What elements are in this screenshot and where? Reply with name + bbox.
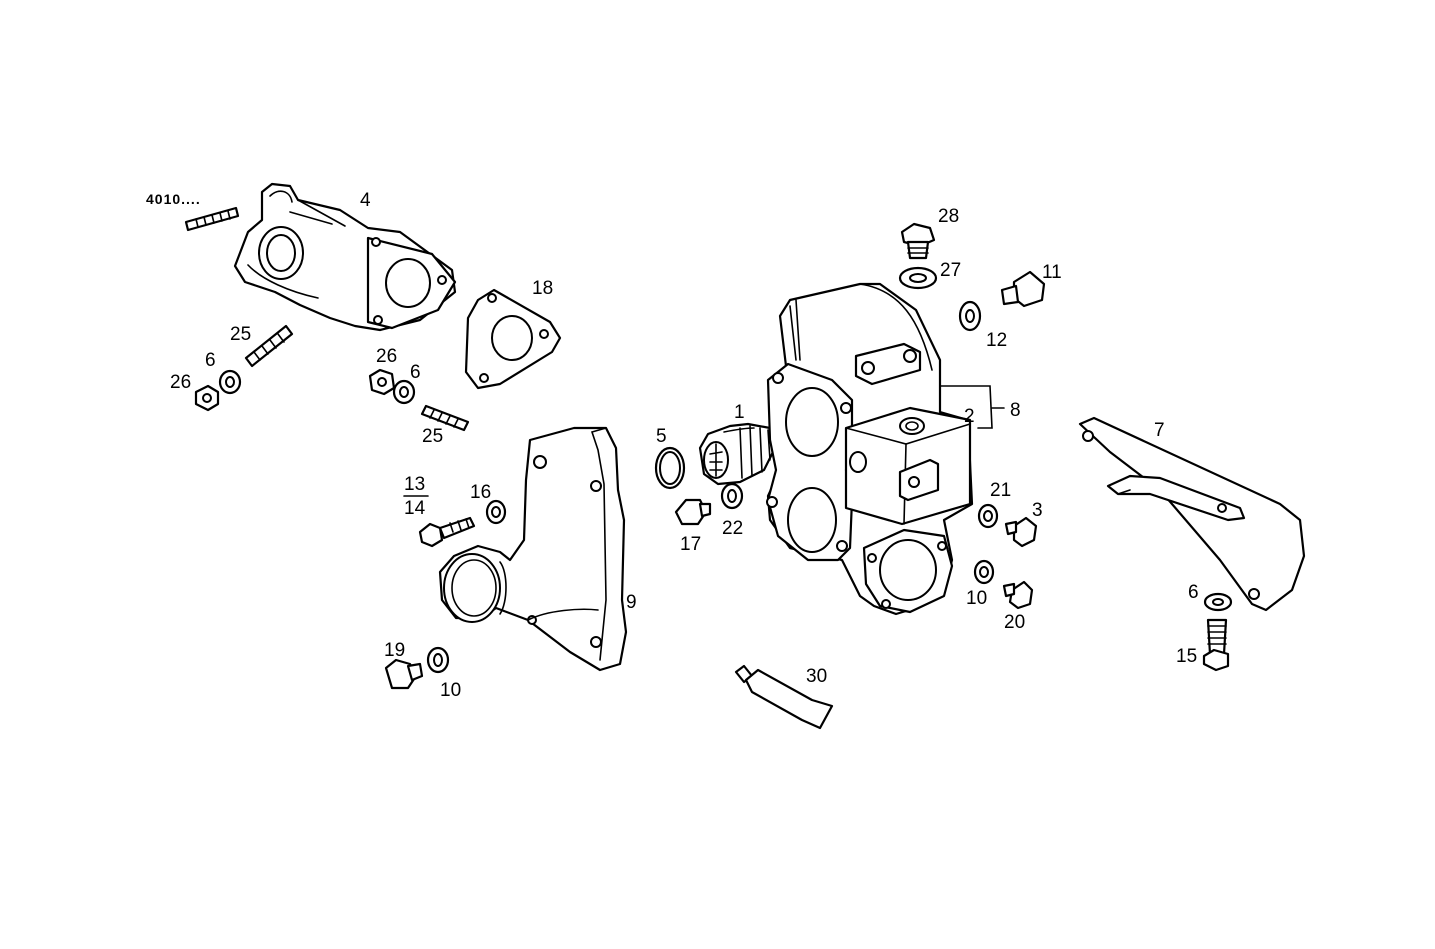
thermostat-1: [698, 422, 776, 486]
washer-16: [485, 499, 507, 525]
sealant-tube-30: [734, 664, 834, 730]
nut-26-left: [194, 384, 220, 412]
callout-6-mid: 6: [410, 362, 421, 383]
callout-20: 20: [1004, 612, 1025, 633]
callout-14: 14: [404, 498, 426, 519]
callout-6-left: 6: [205, 350, 216, 371]
callout-7: 7: [1154, 420, 1165, 441]
callout-10-right: 10: [966, 588, 987, 609]
callout-11: 11: [1042, 262, 1062, 283]
callout-1: 1: [734, 402, 745, 423]
callout-17: 17: [680, 534, 701, 555]
callout-10-left: 10: [440, 680, 461, 701]
washer-10-right: [973, 559, 995, 585]
washer-6-left: [218, 369, 242, 395]
callout-6-right: 6: [1188, 582, 1199, 603]
part-9-outlet-housing: [438, 426, 628, 672]
callout-26-mid: 26: [376, 346, 397, 367]
callout-13: 13: [404, 474, 425, 495]
washer-10-left: [426, 646, 450, 674]
callout-19: 19: [384, 640, 405, 661]
plug-17: [674, 498, 712, 526]
callout-28: 28: [938, 206, 959, 227]
o-ring-5: [654, 446, 686, 490]
stud-25-lower: [420, 404, 470, 432]
callout-3: 3: [1032, 500, 1043, 521]
bolt-15: [1202, 618, 1230, 672]
callout-22: 22: [722, 518, 743, 539]
callout-30: 30: [806, 666, 827, 687]
callout-4: 4: [360, 190, 371, 211]
callout-15: 15: [1176, 646, 1197, 667]
plug-11: [1000, 270, 1046, 308]
plug-28: [900, 222, 936, 260]
callout-21: 21: [990, 480, 1011, 501]
plug-3: [1004, 516, 1038, 548]
callout-5: 5: [656, 426, 667, 447]
washer-21: [977, 503, 999, 529]
washer-27: [898, 266, 938, 290]
plug-19: [384, 658, 424, 690]
washer-22: [720, 482, 744, 510]
callout-16: 16: [470, 482, 491, 503]
callout-bracket-2-8: [939, 385, 1005, 429]
part-18-gasket: [464, 288, 562, 390]
callout-12: 12: [986, 330, 1007, 351]
callout-26-left: 26: [170, 372, 191, 393]
plug-20: [1002, 580, 1034, 610]
callout-27: 27: [940, 260, 961, 281]
callout-9: 9: [626, 592, 637, 613]
callout-4010: 4010....: [146, 191, 201, 207]
callout-25-lower: 25: [422, 426, 443, 447]
callout-18: 18: [532, 278, 553, 299]
part-8-thermostat-housing: [766, 282, 974, 616]
washer-6-right: [1203, 592, 1233, 612]
callout-25-upper: 25: [230, 324, 251, 345]
washer-6-mid: [392, 379, 416, 405]
callout-8: 8: [1010, 400, 1021, 421]
nut-26-mid: [368, 368, 396, 396]
part-4-outlet-elbow: [233, 182, 457, 332]
part-7-bracket: [1078, 416, 1306, 612]
callout-2: 2: [964, 406, 975, 427]
washer-12: [958, 300, 982, 332]
stud-4010: [184, 206, 240, 232]
stud-25-upper: [244, 324, 294, 368]
bolt-13-14: [418, 516, 476, 548]
